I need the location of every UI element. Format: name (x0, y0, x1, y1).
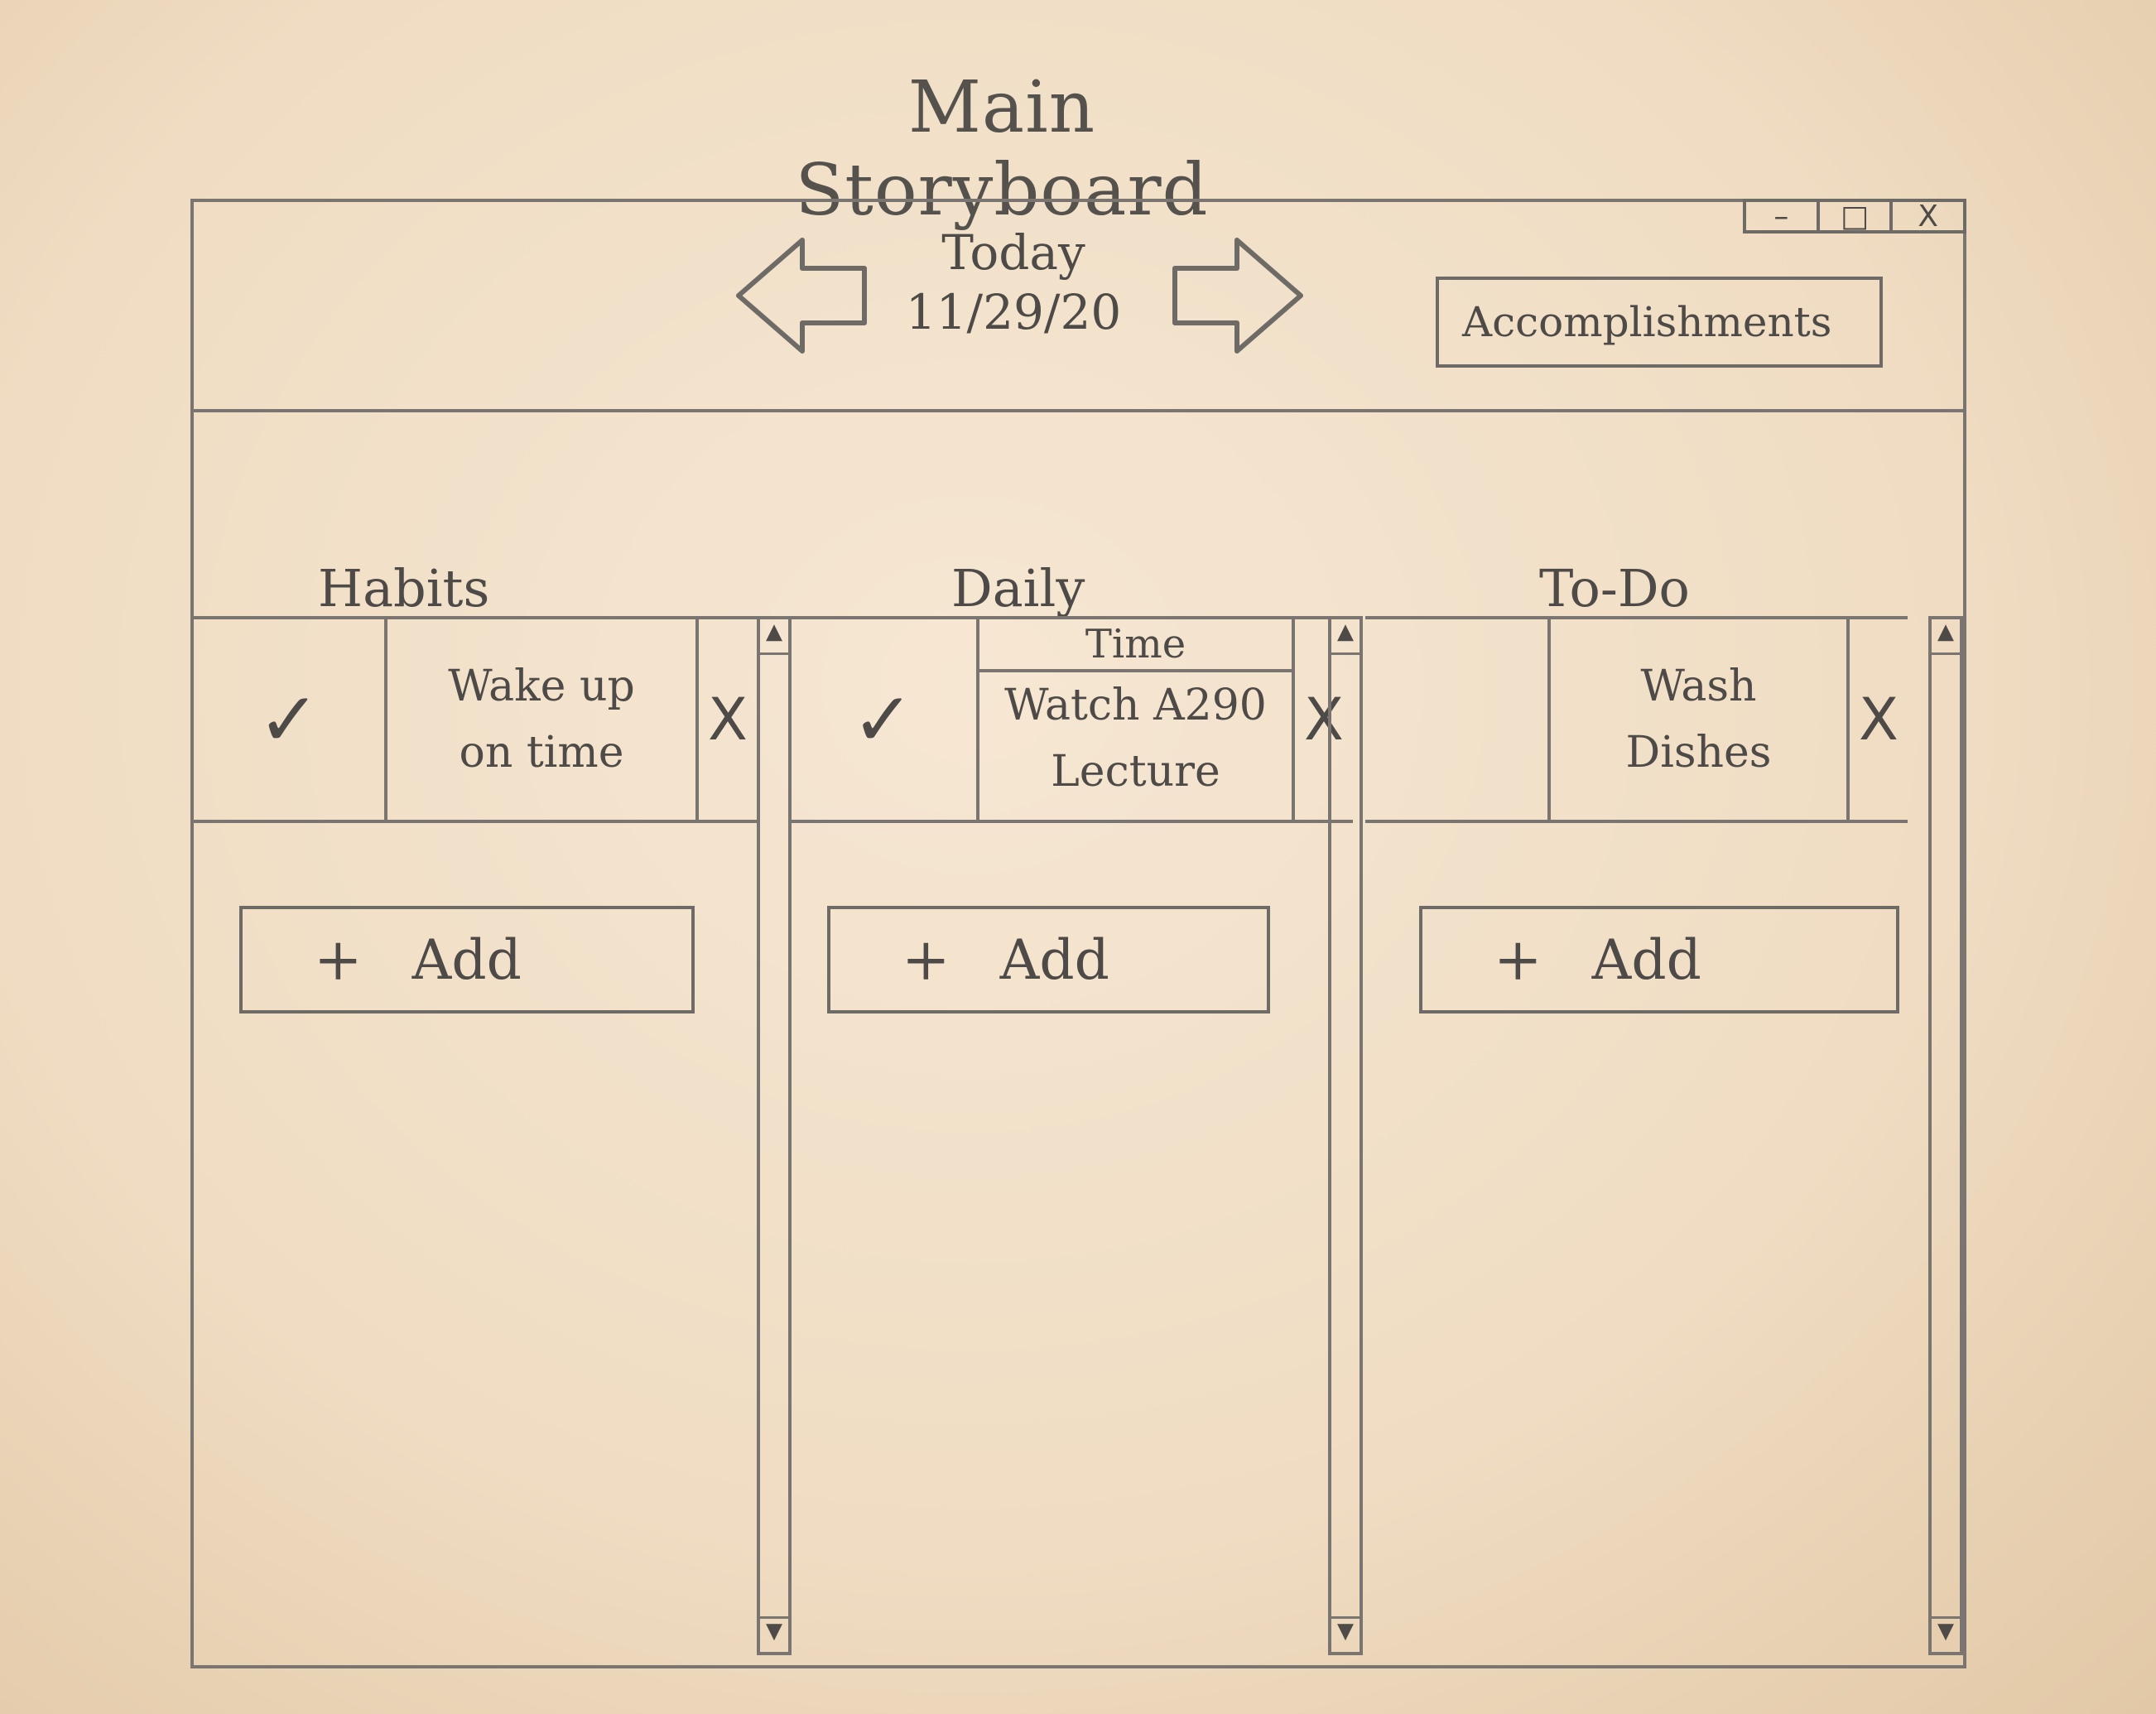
todo-task-line2: Dishes (1625, 728, 1772, 778)
habit-task-line2: on time (459, 728, 624, 778)
todo-task-text[interactable]: Wash Dishes (1551, 619, 1850, 820)
plus-icon: + (1494, 926, 1542, 994)
plus-icon: + (314, 926, 363, 994)
day-label: Today (941, 224, 1085, 281)
add-label: Add (411, 927, 522, 992)
daily-task-line1: Watch A290 (1004, 681, 1267, 730)
daily-task-text[interactable]: Time Watch A290 Lecture (979, 619, 1295, 820)
todo-heading: To-Do (1539, 558, 1690, 619)
todo-delete-button[interactable]: X (1859, 686, 1899, 753)
close-window-button[interactable]: X (1889, 200, 1963, 234)
todo-column: Wash Dishes X + Add (1365, 616, 1908, 1668)
daily-task-row: ✓ Time Watch A290 Lecture X (790, 616, 1353, 823)
daily-complete-checkbox[interactable]: ✓ (790, 619, 979, 820)
right-arrow-icon (1172, 238, 1303, 354)
habit-complete-checkbox[interactable]: ✓ (194, 619, 387, 820)
scroll-down-icon[interactable]: ▼ (1331, 1616, 1360, 1652)
date-label: 11/29/20 (905, 284, 1122, 340)
maximize-button[interactable]: □ (1816, 200, 1890, 234)
sheet-title: Main Storyboard (795, 66, 1209, 232)
daily-column: ✓ Time Watch A290 Lecture X + Add (790, 616, 1353, 1668)
habits-scrollbar[interactable]: ▲ ▼ (757, 616, 792, 1655)
left-arrow-icon (736, 238, 867, 354)
todo-complete-checkbox[interactable] (1365, 619, 1551, 820)
habit-task-row: ✓ Wake up on time X (194, 616, 757, 823)
scroll-down-icon[interactable]: ▼ (1932, 1616, 1960, 1652)
scroll-up-icon[interactable]: ▲ (1932, 619, 1960, 655)
add-label: Add (1591, 927, 1701, 992)
todo-scrollbar[interactable]: ▲ ▼ (1928, 616, 1963, 1655)
plus-icon: + (902, 926, 950, 994)
todo-task-row: Wash Dishes X (1365, 616, 1908, 823)
previous-day-button[interactable] (732, 234, 873, 358)
next-day-button[interactable] (1167, 234, 1307, 358)
habit-add-button[interactable]: + Add (239, 906, 695, 1013)
minimize-button[interactable]: – (1773, 199, 1789, 234)
header: Today 11/29/20 Accomplishments (194, 202, 1963, 412)
scroll-up-icon[interactable]: ▲ (1331, 619, 1360, 655)
habits-heading: Habits (318, 558, 490, 619)
habits-column: ✓ Wake up on time X + Add (194, 616, 757, 1668)
add-label: Add (999, 927, 1109, 992)
daily-add-button[interactable]: + Add (827, 906, 1270, 1013)
app-window: – □ X Today 11/29/20 Accomplishments Hab… (190, 199, 1966, 1668)
accomplishments-button[interactable]: Accomplishments (1436, 277, 1883, 368)
todo-task-line1: Wash (1640, 662, 1757, 711)
daily-task-line2: Lecture (1051, 747, 1220, 797)
todo-add-button[interactable]: + Add (1419, 906, 1899, 1013)
window-controls: – □ X (1743, 199, 1966, 234)
scroll-up-icon[interactable]: ▲ (760, 619, 788, 655)
daily-heading: Daily (951, 558, 1085, 619)
date-display: Today 11/29/20 (889, 223, 1138, 342)
daily-task-time[interactable]: Time (979, 619, 1292, 672)
habit-task-line1: Wake up (448, 662, 635, 711)
scroll-down-icon[interactable]: ▼ (760, 1616, 788, 1652)
daily-scrollbar[interactable]: ▲ ▼ (1328, 616, 1363, 1655)
habit-task-text[interactable]: Wake up on time (387, 619, 699, 820)
habit-delete-button[interactable]: X (708, 686, 748, 753)
daily-delete-button[interactable]: X (1304, 686, 1344, 753)
